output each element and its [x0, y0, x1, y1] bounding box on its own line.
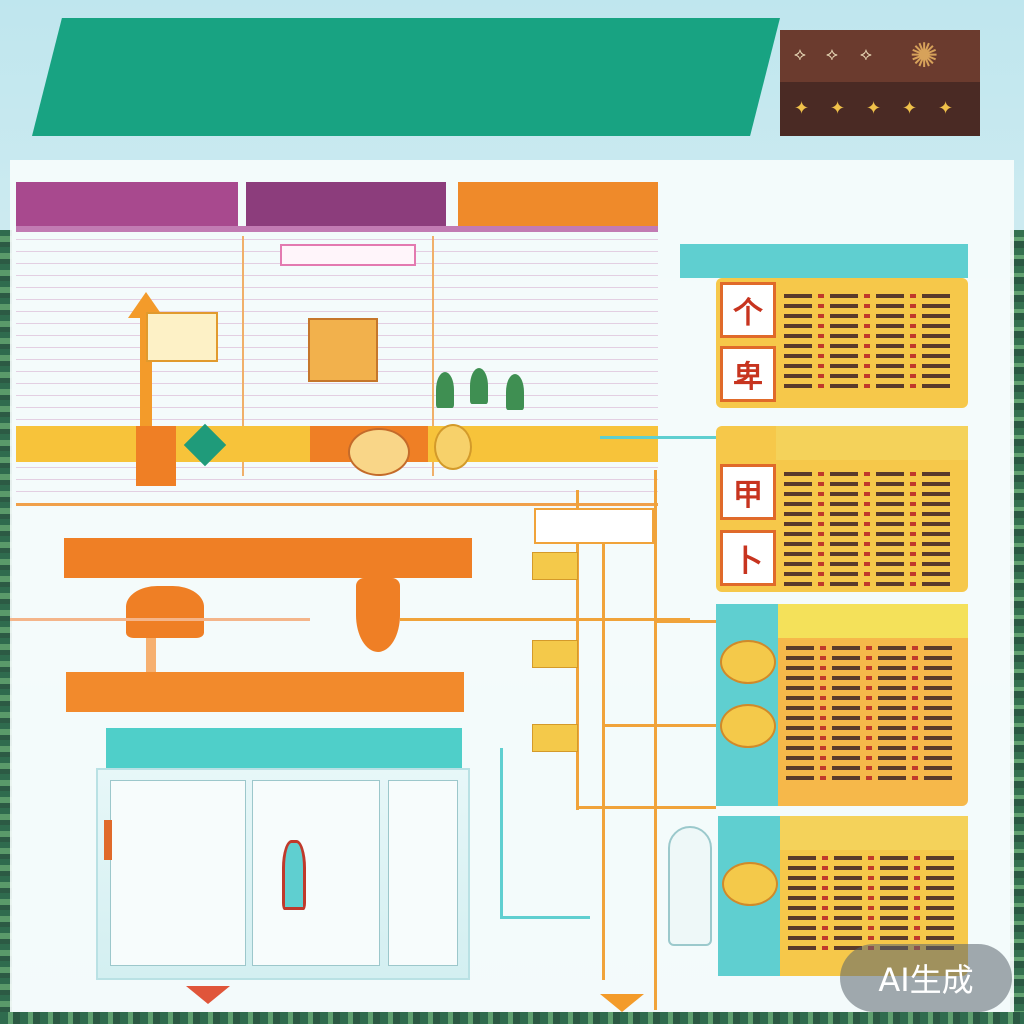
timeline-divider	[432, 236, 434, 476]
corner-deco-icon: ✦	[866, 98, 882, 119]
down-arrow-icon	[186, 986, 230, 1004]
foliage-left	[0, 230, 12, 1024]
connector-line	[654, 620, 718, 623]
corner-top-band	[780, 30, 980, 82]
panel-4-text-lines	[788, 850, 964, 950]
fruit-icon	[434, 424, 472, 470]
panel-3-text-lines	[786, 640, 964, 780]
tab-2[interactable]	[246, 182, 446, 226]
flow-node	[126, 586, 204, 638]
panel-1-header	[680, 244, 968, 278]
foliage-bottom	[0, 1012, 1024, 1024]
connector-node	[532, 640, 578, 668]
panel-2-text-lines	[784, 466, 964, 586]
corner-deco-icon: ✦	[830, 98, 846, 119]
panel-3	[716, 604, 968, 806]
panel-2-header	[776, 426, 968, 460]
header-corner-illustration: ⟡ ⟡ ⟡ ✺ ✦ ✦ ✦ ✦ ✦	[780, 30, 980, 136]
connector-box	[534, 508, 654, 544]
teal-section-header	[106, 728, 462, 768]
tree-icon	[470, 368, 488, 404]
connector-line	[602, 724, 718, 727]
panel-3-header	[778, 604, 968, 638]
panel-2-icon: 卜	[720, 530, 776, 586]
panel-2-icon: 甲	[720, 464, 776, 520]
corner-deco-icon: ⟡	[794, 44, 806, 65]
connector-node	[532, 552, 578, 580]
timeline-block	[136, 426, 176, 486]
tabs-underline	[16, 226, 658, 232]
connector-line	[654, 470, 657, 1010]
sketch-panel	[388, 780, 458, 966]
teal-connector	[500, 916, 590, 919]
tree-icon	[436, 372, 454, 408]
corner-deco-icon: ✦	[938, 98, 954, 119]
fruit-icon	[720, 640, 776, 684]
marker	[104, 820, 112, 860]
flow-bar-2	[66, 672, 464, 712]
sketch-panel	[252, 780, 380, 966]
panel-1: 个 卑	[716, 278, 968, 408]
figure-icon	[282, 840, 306, 910]
connector-node	[532, 724, 578, 752]
flow-line	[400, 618, 690, 621]
panel-4-header	[780, 816, 968, 850]
down-arrow-icon	[600, 994, 644, 1012]
tab-1[interactable]	[16, 182, 238, 226]
corner-deco-icon: ✦	[902, 98, 918, 119]
sketch-panel	[110, 780, 246, 966]
cylinder-icon	[668, 826, 712, 946]
teal-connector	[500, 748, 503, 918]
tree-icon	[506, 374, 524, 410]
flow-connector	[146, 638, 156, 672]
panel-1-icon: 个	[720, 282, 776, 338]
corner-deco-icon: ⟡	[860, 44, 872, 65]
connector-line	[576, 806, 716, 809]
panel-1-icon: 卑	[720, 346, 776, 402]
connector-line	[602, 520, 605, 980]
bread-icon	[722, 862, 778, 906]
tab-3[interactable]	[458, 182, 658, 226]
timeline-note	[146, 312, 218, 362]
panel-2: 甲 卜	[716, 426, 968, 592]
timeline-subtitle-box	[280, 244, 416, 266]
ai-generated-watermark: AI生成	[840, 944, 1012, 1012]
timeline-divider	[242, 236, 244, 476]
flow-bar-1	[64, 538, 472, 578]
basket-icon	[348, 428, 410, 476]
corner-deco-icon: ⟡	[826, 44, 838, 65]
corner-deco-icon: ✦	[794, 98, 810, 119]
flow-line	[10, 618, 310, 621]
teal-connector	[600, 436, 778, 439]
building-icon	[308, 318, 378, 382]
flow-node	[356, 578, 400, 652]
banner-title	[60, 28, 760, 128]
header-banner	[32, 18, 780, 136]
panel-1-text-lines	[784, 288, 964, 388]
fruit-icon	[720, 704, 776, 748]
basket-icon: ✺	[910, 36, 939, 76]
